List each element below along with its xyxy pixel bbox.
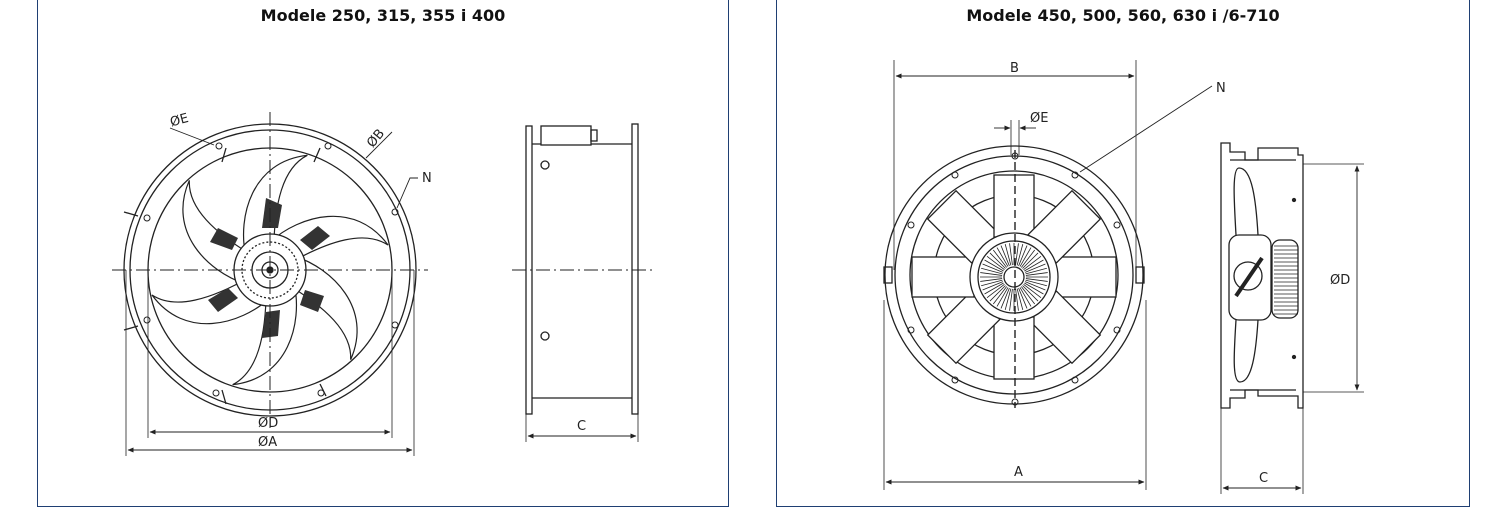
label-c: C	[1259, 471, 1268, 486]
drawing-panel-small-models: Modele 250, 315, 355 i 400	[37, 0, 729, 507]
label-a: A	[1014, 465, 1023, 480]
panel-title: Modele 450, 500, 560, 630 i /6-710	[966, 6, 1280, 25]
label-dia-b: ØB	[364, 126, 388, 150]
right-side-view	[1220, 142, 1364, 494]
label-dia-d: ØD	[1330, 273, 1350, 288]
label-n: N	[422, 171, 432, 186]
label-dia-a: ØA	[258, 435, 277, 450]
label-dia-e: ØE	[169, 111, 191, 130]
panel-title: Modele 250, 315, 355 i 400	[260, 6, 506, 25]
label-n: N	[1216, 81, 1226, 96]
left-front-view	[112, 112, 428, 456]
right-front-view	[883, 60, 1213, 490]
label-dia-e: ØE	[1030, 111, 1048, 126]
label-dia-d: ØD	[258, 416, 278, 431]
label-c: C	[577, 419, 586, 434]
label-b: B	[1010, 61, 1019, 76]
drawing-panel-large-models: Modele 450, 500, 560, 630 i /6-710	[776, 0, 1470, 507]
left-side-view	[512, 123, 652, 442]
